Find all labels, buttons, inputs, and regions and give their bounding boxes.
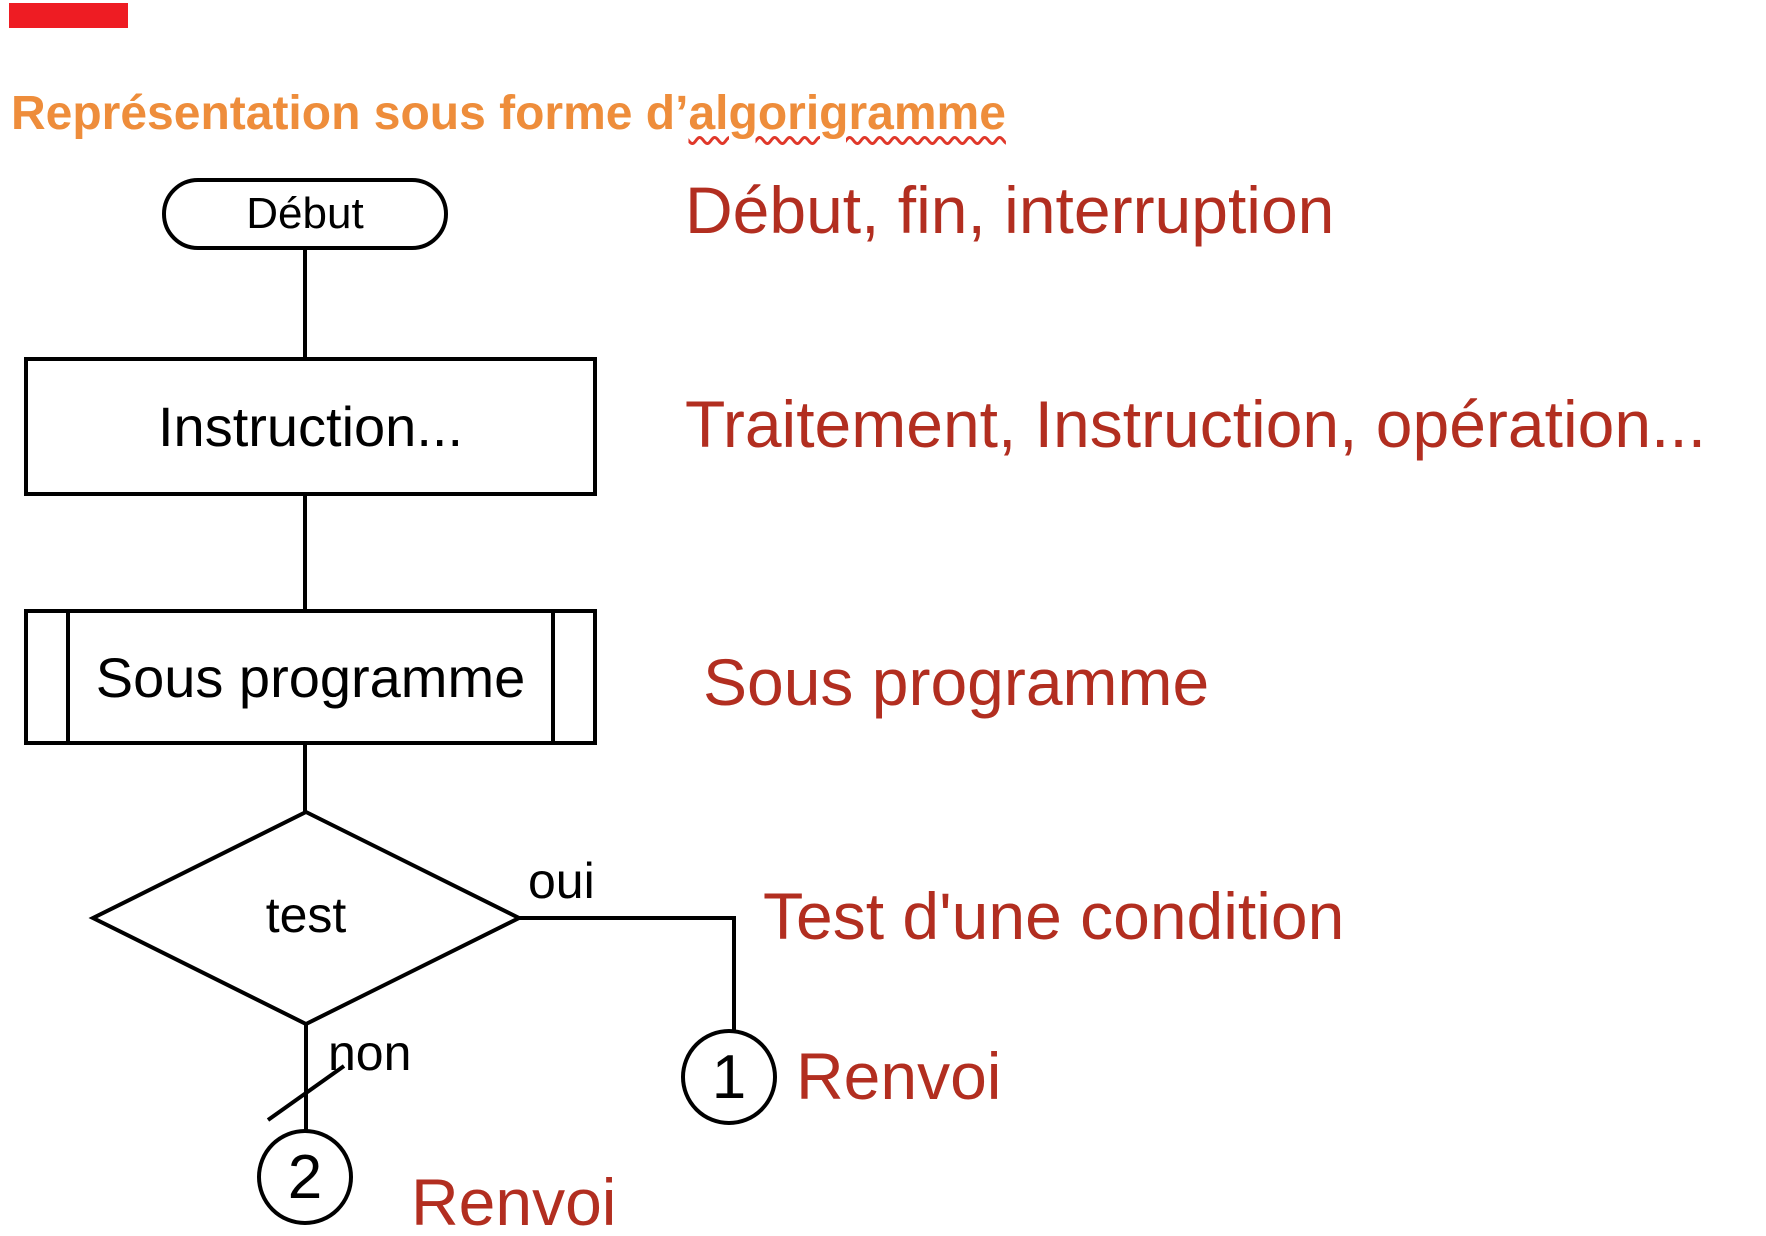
page-title-misspelled-word: algorigramme [688,87,1006,140]
start-terminator-label: Début [246,189,364,238]
branch-yes-label: oui [528,853,595,909]
start-terminator-shape: Début [162,178,448,250]
subroutine-left-bar [66,609,70,745]
subroutine-shape: Sous programme [24,609,597,745]
subroutine-right-bar [551,609,555,745]
offpage-connector-2: 2 [257,1129,353,1225]
process-shape: Instruction... [24,357,597,496]
page-title-prefix: Représentation sous forme d’ [11,87,689,140]
offpage-connector-1: 1 [681,1029,777,1125]
process-label: Instruction... [157,395,464,458]
subroutine-label: Sous programme [95,645,526,709]
annotation-terminator: Début, fin, interruption [685,173,1335,247]
annotation-connector-1: Renvoi [796,1039,1002,1113]
corner-accent-bar [9,3,128,28]
annotation-decision: Test d'une condition [763,879,1345,953]
annotation-connector-2: Renvoi [411,1165,617,1236]
page-title: Représentation sous forme d’algorigramme [11,86,1006,141]
branch-no-label: non [328,1025,412,1081]
annotation-process: Traitement, Instruction, opération... [685,387,1707,461]
annotation-subroutine: Sous programme [703,645,1210,719]
no-branch-slash-mark [266,1064,346,1122]
offpage-connector-1-label: 1 [711,1042,747,1112]
decision-label: test [265,887,347,943]
offpage-connector-2-label: 2 [287,1142,323,1212]
connector-yes-branch [519,916,736,1033]
